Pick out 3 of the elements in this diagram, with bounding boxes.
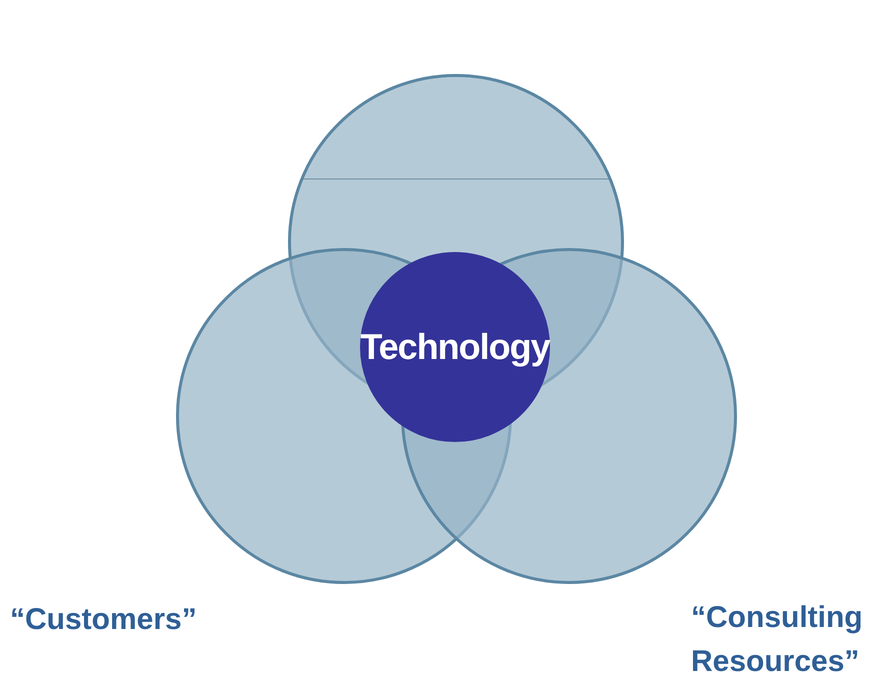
circle-label: “Customers” (10, 602, 198, 638)
circle-label: “Consulting Resources” (691, 600, 864, 678)
circle-label: Technology (360, 326, 550, 368)
